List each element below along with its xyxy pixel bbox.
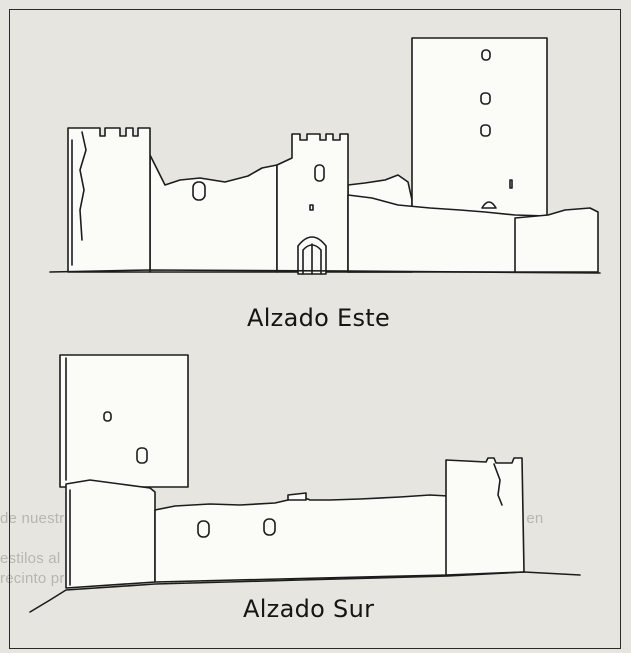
south-keep-window-1 <box>103 411 112 422</box>
east-left-tower <box>67 127 151 273</box>
east-keep-window-3 <box>480 124 491 137</box>
east-keep-slot <box>509 179 513 189</box>
south-right-tower <box>445 457 525 576</box>
east-gate-tower-slot <box>309 204 314 211</box>
south-ground-line <box>29 571 581 613</box>
east-keep-window-1 <box>481 49 491 61</box>
south-curtain-window-2 <box>263 518 276 536</box>
south-curtain-window-1 <box>197 520 210 538</box>
east-wall-window <box>192 181 206 201</box>
east-elevation-drawing <box>49 37 601 275</box>
south-curtain-battlement <box>287 492 307 501</box>
south-right-tower-crack <box>493 463 503 506</box>
caption-alzado-sur: Alzado Sur <box>243 595 375 623</box>
east-left-curtain-wall <box>149 154 278 273</box>
east-right-block <box>514 207 599 273</box>
east-keep-window-2 <box>480 92 491 105</box>
south-front-block <box>65 479 156 589</box>
east-left-tower-crack <box>79 131 87 241</box>
south-keep-tower <box>59 354 189 488</box>
south-curtain-wall <box>154 494 449 583</box>
south-elevation-drawing <box>29 354 581 613</box>
caption-alzado-este: Alzado Este <box>247 304 391 332</box>
east-gate-tower <box>276 133 349 273</box>
east-gate-tower-window <box>314 164 325 182</box>
east-front-wall-opening <box>481 201 497 209</box>
east-gate-door <box>302 243 322 275</box>
south-keep-window-2 <box>136 447 148 464</box>
figure-frame <box>9 9 621 649</box>
east-ground-line <box>49 269 601 274</box>
east-keep-tower <box>411 37 548 217</box>
